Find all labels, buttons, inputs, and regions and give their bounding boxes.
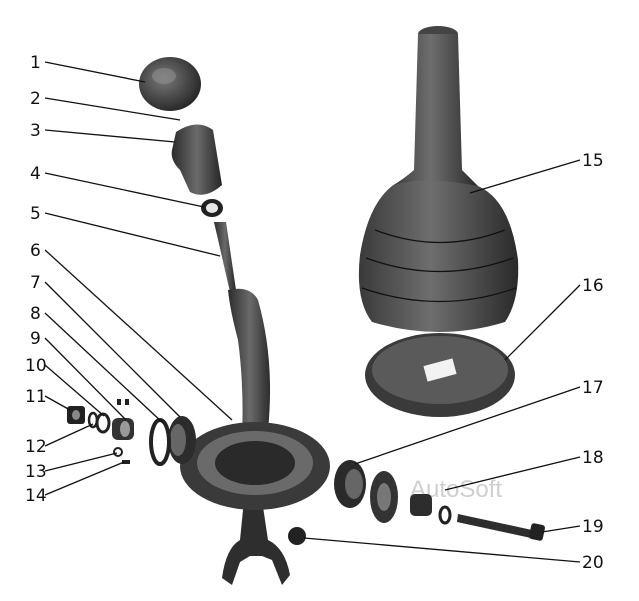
callout-16: 16	[582, 276, 604, 296]
callout-7: 7	[30, 273, 41, 293]
callout-2: 2	[30, 89, 41, 109]
callout-19: 19	[582, 517, 604, 537]
part-10-washer	[95, 412, 111, 434]
part-18-sleeve	[370, 471, 452, 525]
callout-6: 6	[30, 241, 41, 261]
callout-20: 20	[582, 553, 604, 573]
callout-17: 17	[582, 378, 604, 398]
callout-4: 4	[30, 164, 41, 184]
leader-lines	[44, 61, 581, 563]
part-5-lever	[214, 222, 290, 585]
part-1-knob	[139, 57, 201, 111]
part-15-boot	[358, 26, 519, 332]
callout-13: 13	[25, 462, 47, 482]
part-12-spring-washer	[87, 411, 99, 429]
callout-8: 8	[30, 304, 41, 324]
callout-10: 10	[25, 356, 47, 376]
part-13-small-ring	[113, 447, 123, 457]
callout-14: 14	[25, 486, 47, 506]
part-20-nut	[288, 527, 306, 545]
callout-11: 11	[25, 387, 47, 407]
callout-18: 18	[582, 448, 604, 468]
part-19-bolt	[457, 514, 545, 541]
callout-3: 3	[30, 121, 41, 141]
part-9-sleeve	[112, 418, 134, 440]
callout-12: 12	[25, 437, 47, 457]
part-8-washer	[149, 418, 171, 466]
part-3-sleeve	[171, 124, 222, 195]
callout-1: 1	[30, 53, 41, 73]
part-6-housing	[180, 422, 330, 510]
part-4-ring	[201, 199, 223, 217]
part-11-nut	[67, 406, 85, 424]
part-17-bushing	[334, 460, 366, 508]
callout-15: 15	[582, 151, 604, 171]
part-16-base-plate	[365, 333, 515, 417]
callout-9: 9	[30, 329, 41, 349]
part-14-pin	[117, 399, 130, 464]
part-7-bushing	[168, 416, 196, 464]
callout-5: 5	[30, 204, 41, 224]
